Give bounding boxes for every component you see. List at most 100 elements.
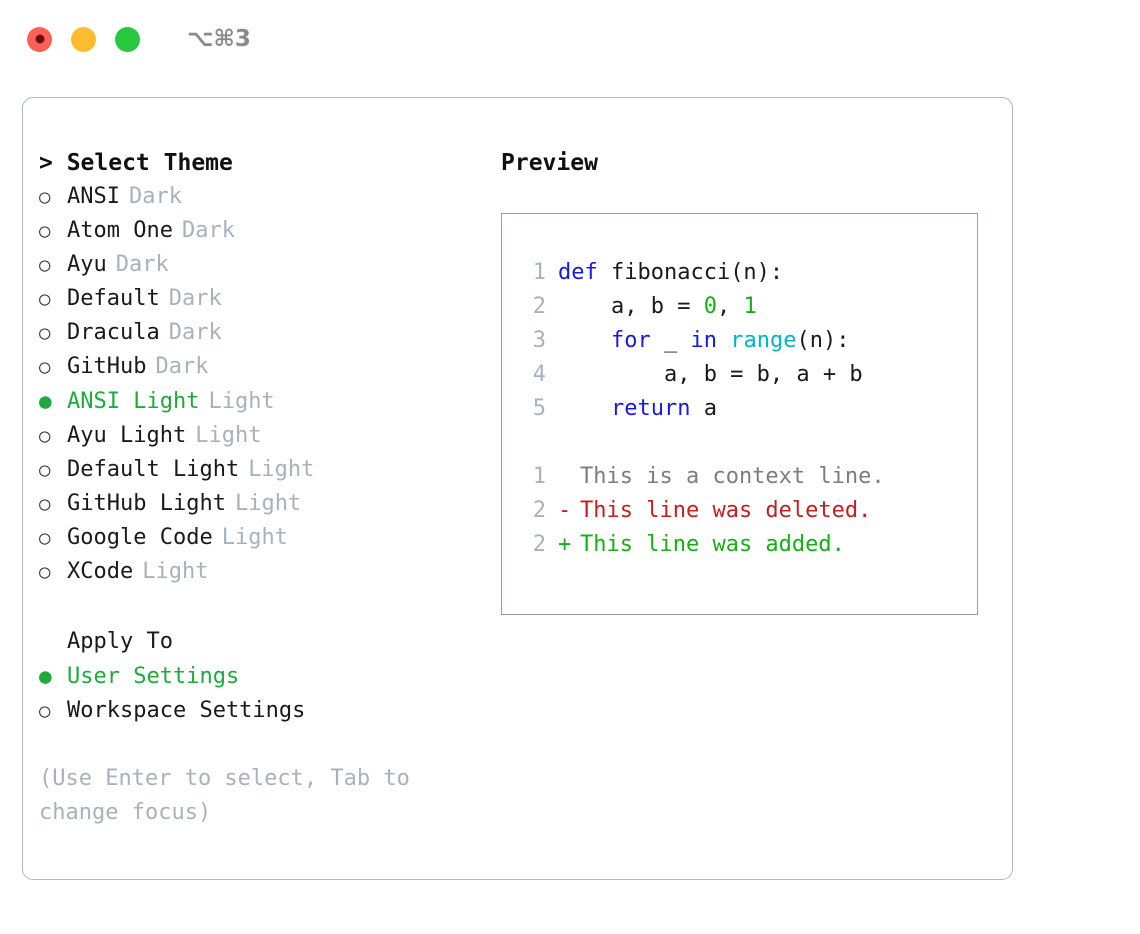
theme-option[interactable]: ○ GitHub Light Light [39,487,489,521]
line-number: 2 [532,294,546,319]
radio-unselected-icon: ○ [39,425,51,447]
radio-unselected-icon: ○ [39,459,51,481]
theme-option-appearance-tag: Light [221,525,288,550]
diff-text: This line was added. [580,532,845,557]
theme-option[interactable]: ○ Default Dark [39,282,489,316]
line-number: 3 [532,328,546,353]
diff-line: 2-This line was deleted. [520,494,977,528]
line-number: 2 [532,498,546,523]
close-button[interactable] [27,26,52,52]
theme-option-appearance-tag: Dark [128,184,182,209]
code-token: , [716,294,744,319]
code-token: a, b = [558,294,704,319]
code-text: a, b = 0, 1 [558,290,757,324]
theme-option-label: Ayu [67,252,107,277]
radio-selected-icon: ● [39,389,52,413]
theme-option[interactable]: ○ Google Code Light [39,521,489,555]
theme-option-label: Dracula [67,320,160,345]
code-line: 2 a, b = 0, 1 [520,290,977,324]
diff-sign: + [558,532,572,557]
radio-unselected-icon: ○ [39,288,51,310]
diff-sign [558,460,580,494]
code-token: def [558,260,611,285]
code-token [717,328,730,353]
theme-option-label: GitHub [67,354,147,379]
theme-option-label: GitHub Light [67,491,226,516]
theme-option-label: XCode [67,559,134,584]
diff-line: 2+This line was added. [520,528,977,562]
radio-unselected-icon: ○ [39,322,51,344]
radio-unselected-icon: ○ [39,356,51,378]
minimize-button[interactable] [71,26,96,52]
code-text: a, b = b, a + b [558,358,863,392]
theme-option[interactable]: ○ Dracula Dark [39,316,489,350]
theme-option-label: ANSI [67,184,120,209]
code-line: 3 for _ in range(n): [520,324,977,358]
theme-option-label: ANSI Light [67,389,200,414]
code-line: 1 def fibonacci(n): [520,256,977,290]
code-token: 0 [703,294,717,319]
code-token: for [610,328,651,353]
title-bar: ⌥⌘3 [0,0,1140,78]
code-token: _ [650,328,691,353]
radio-unselected-icon: ○ [39,527,51,549]
preview-title: Preview [501,150,598,176]
diff-text: This is a context line. [580,464,885,489]
theme-option-appearance-tag: Dark [181,218,235,243]
diff-sign: - [558,498,572,523]
theme-option-label: Default [67,286,160,311]
diff-line: 1 This is a context line. [520,460,977,494]
radio-unselected-icon: ○ [39,561,51,583]
code-line: 4 a, b = b, a + b [520,358,977,392]
spacer [39,589,489,625]
theme-option-label: Default Light [67,457,240,482]
radio-unselected-icon: ○ [39,700,51,722]
line-number: 4 [532,362,546,387]
apply-to-option-label: User Settings [67,664,240,689]
theme-option[interactable]: ○ GitHub Dark [39,350,489,384]
theme-option-appearance-tag: Light [234,491,302,516]
theme-option-appearance-tag: Dark [168,320,222,345]
line-number: 5 [532,396,546,421]
theme-option-label: Google Code [67,525,213,550]
line-number: 1 [532,260,546,285]
code-text: return a [558,392,717,426]
radio-unselected-icon: ○ [39,493,51,515]
select-theme-header: > Select Theme [39,150,233,176]
code-text: def fibonacci(n): [558,256,783,290]
theme-option[interactable]: ○ Default Light Light [39,453,489,487]
theme-option-appearance-tag: Dark [168,286,222,311]
line-number: 1 [532,464,546,489]
theme-option-appearance-tag: Dark [155,354,209,379]
code-token: (n): [796,328,850,353]
spacer [520,426,977,460]
apply-to-option[interactable]: ● User Settings [39,659,489,694]
code-token: range [730,328,797,353]
code-text: for _ in range(n): [558,324,849,358]
apply-to-list[interactable]: ● User Settings ○Workspace Settings [39,659,489,728]
maximize-button[interactable] [115,26,140,52]
diff-sample: 1 This is a context line.2-This line was… [520,460,977,562]
theme-option-appearance-tag: Light [248,457,315,482]
radio-selected-icon: ● [39,664,52,688]
window-controls [27,26,140,52]
apply-to-option[interactable]: ○Workspace Settings [39,694,489,728]
diff-text: This line was deleted. [580,498,872,523]
keyboard-hint-text: (Use Enter to select, Tab to change focu… [39,766,410,825]
code-token: fibonacci(n): [610,260,784,285]
theme-option-appearance-tag: Light [208,389,275,414]
code-token: return [610,396,691,421]
theme-option-appearance-tag: Dark [115,252,169,277]
code-token [558,396,611,421]
theme-option[interactable]: ● ANSI Light Light [39,384,489,419]
code-token: a, b = b, a + b [558,362,863,387]
